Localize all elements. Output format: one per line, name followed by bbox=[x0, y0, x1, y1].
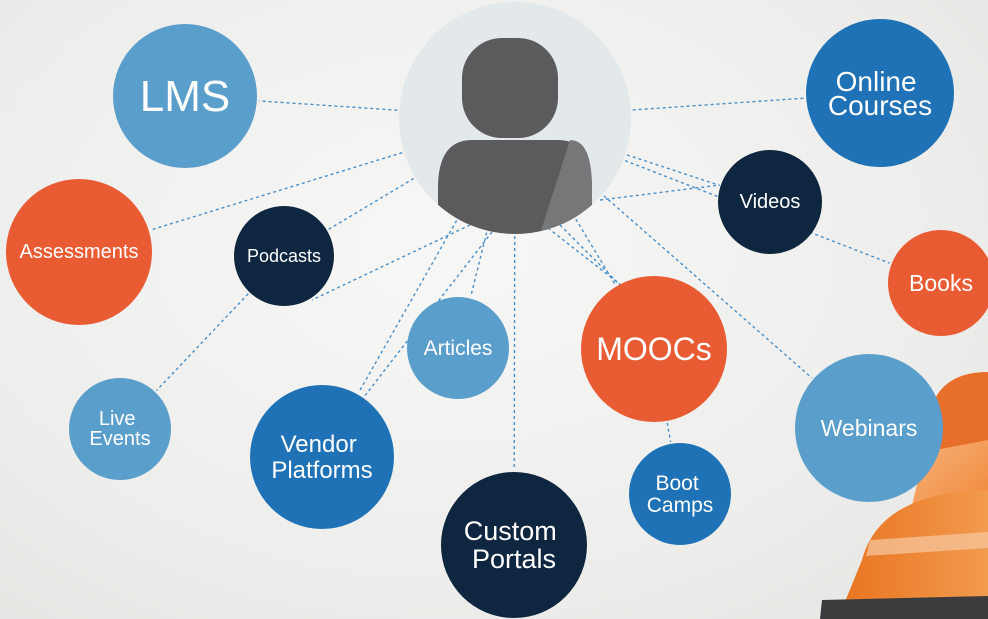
user-hub bbox=[399, 2, 631, 234]
node-videos[interactable]: Videos bbox=[718, 150, 822, 254]
node-articles[interactable]: Articles bbox=[407, 297, 509, 399]
assessments-label: Assessments bbox=[20, 241, 139, 263]
node-boot-camps[interactable]: Boot Camps bbox=[629, 443, 731, 545]
podcasts-label: Podcasts bbox=[247, 246, 321, 266]
connector-hub-assessments bbox=[150, 151, 403, 231]
node-assessments[interactable]: Assessments bbox=[6, 179, 152, 325]
vendor-platforms-label: Vendor Platforms bbox=[271, 431, 372, 484]
node-webinars[interactable]: Webinars bbox=[795, 354, 943, 502]
podcasts-bubble bbox=[234, 206, 334, 306]
connector-hub-online-courses bbox=[632, 97, 805, 111]
boot-camps-label: Boot Camps bbox=[647, 472, 714, 517]
topic-nodes: LMS Online Courses Assessments Podcasts bbox=[6, 19, 988, 618]
assessments-bubble bbox=[6, 179, 152, 325]
books-bubble bbox=[888, 230, 988, 336]
connector-moocs-boot-camps bbox=[666, 422, 672, 442]
articles-bubble bbox=[407, 297, 509, 399]
vendor-platforms-bubble bbox=[250, 385, 394, 529]
lms-bubble bbox=[113, 24, 257, 168]
custom-portals-label: Custom Portals bbox=[464, 516, 565, 574]
connector-podcasts-live-events bbox=[155, 293, 249, 392]
node-moocs[interactable]: MOOCs bbox=[581, 276, 727, 422]
node-books[interactable]: Books bbox=[888, 230, 988, 336]
connector-hub-videos bbox=[626, 154, 719, 186]
webinars-bubble bbox=[795, 354, 943, 502]
node-vendor-platforms[interactable]: Vendor Platforms bbox=[250, 385, 394, 529]
online-courses-label: Online Courses bbox=[828, 66, 932, 121]
custom-portals-bubble bbox=[441, 472, 587, 618]
webinars-label: Webinars bbox=[821, 415, 918, 441]
connector-hub-articles bbox=[470, 232, 488, 297]
online-courses-bubble bbox=[806, 19, 954, 167]
live-events-bubble bbox=[69, 378, 171, 480]
moocs-bubble bbox=[581, 276, 727, 422]
connector-extra-3 bbox=[559, 224, 621, 286]
moocs-label: MOOCs bbox=[596, 331, 712, 367]
boot-camps-bubble bbox=[629, 443, 731, 545]
connector-hub-podcasts bbox=[328, 177, 415, 230]
connector-lines bbox=[150, 97, 890, 471]
videos-label: Videos bbox=[740, 191, 801, 213]
videos-bubble bbox=[718, 150, 822, 254]
connector-hub-books bbox=[624, 159, 890, 264]
connector-extra-4 bbox=[599, 184, 721, 201]
person-icon bbox=[438, 38, 592, 234]
node-lms[interactable]: LMS bbox=[113, 24, 257, 168]
connector-extra-0 bbox=[311, 224, 471, 301]
node-custom-portals[interactable]: Custom Portals bbox=[441, 472, 587, 618]
articles-label: Articles bbox=[424, 337, 493, 360]
lms-label: LMS bbox=[140, 72, 230, 121]
node-live-events[interactable]: Live Events bbox=[69, 378, 171, 480]
node-podcasts[interactable]: Podcasts bbox=[234, 206, 334, 306]
node-online-courses[interactable]: Online Courses bbox=[806, 19, 954, 167]
connector-hub-webinars bbox=[603, 195, 813, 379]
connector-hub-moocs bbox=[575, 218, 616, 286]
connector-hub-custom-portals bbox=[513, 235, 516, 471]
books-label: Books bbox=[909, 270, 973, 296]
connector-hub-lms bbox=[258, 100, 398, 111]
live-events-label: Live Events bbox=[89, 408, 150, 450]
